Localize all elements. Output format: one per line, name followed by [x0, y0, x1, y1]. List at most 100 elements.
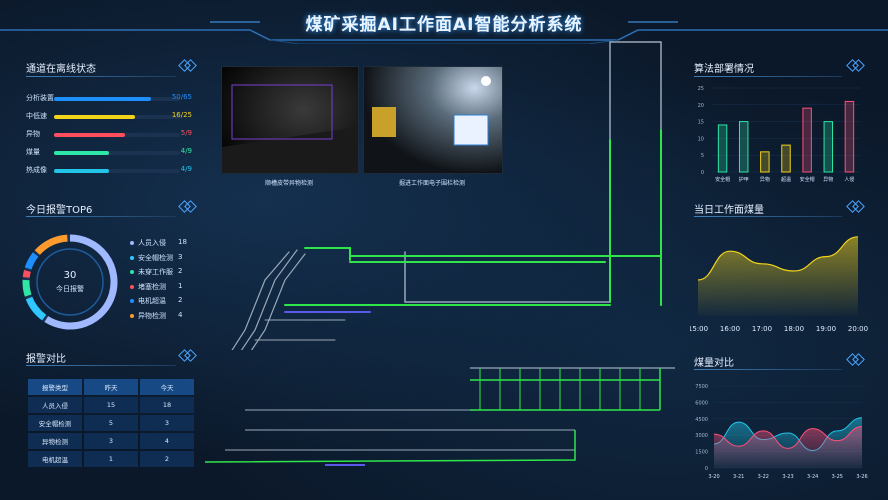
- x-tick-label: 19:00: [816, 325, 836, 333]
- area-fill: [714, 426, 862, 468]
- table-cell: 电机超温: [28, 451, 82, 467]
- legend-label: 安全帽检测: [138, 253, 173, 262]
- alarm-top6-title: 今日报警TOP6: [26, 205, 93, 216]
- legend-dot: [130, 313, 134, 318]
- table-cell: 15: [84, 397, 138, 413]
- x-tick-label: 17:00: [752, 325, 772, 333]
- legend-dot: [130, 299, 134, 303]
- status-bar-label: 煤量: [26, 148, 40, 156]
- alarm-legend-item: 堵塞检测 1: [130, 282, 190, 293]
- x-tick-label: 3-21: [733, 474, 744, 480]
- mine-tunnel-map[interactable]: [205, 40, 675, 350]
- daily-coal-title: 当日工作面煤量: [694, 205, 764, 216]
- x-tick-label: 15:00: [690, 325, 708, 333]
- legend-label: 电机超温: [138, 297, 166, 305]
- y-tick-label: 4500: [695, 417, 708, 423]
- status-bar-value: 4/9: [180, 147, 192, 155]
- table-cell: 5: [84, 415, 138, 431]
- x-tick-label: 人侵: [844, 176, 854, 183]
- page-title: 煤矿采掘AI工作面AI智能分析系统: [305, 15, 583, 35]
- status-bar-row: 中低速 16/25: [26, 111, 192, 123]
- x-tick-label: 护甲: [739, 176, 749, 183]
- mine-tunnel-map-lower[interactable]: [205, 350, 675, 500]
- table-row: 异物检测 3 4: [28, 433, 194, 449]
- x-tick-label: 3-20: [708, 474, 719, 480]
- legend-count: 2: [178, 296, 183, 304]
- status-bar-fill: [54, 169, 110, 173]
- table-cell: 人员入侵: [28, 397, 82, 413]
- divider: [694, 216, 842, 217]
- status-bar-value: 50/65: [171, 93, 192, 101]
- donut-segment: [34, 234, 68, 256]
- status-bar-fill: [54, 97, 152, 101]
- header: 煤矿采掘AI工作面AI智能分析系统: [0, 0, 888, 44]
- alarm-legend-item: 电机超温 2: [130, 296, 190, 307]
- legend-dot: [130, 284, 134, 289]
- status-bar-row: 异物 5/9: [26, 129, 192, 141]
- legend-count: 4: [178, 310, 183, 319]
- donut-segment: [22, 279, 32, 297]
- divider: [694, 76, 842, 77]
- x-tick-label: 安全帽: [715, 176, 730, 183]
- x-tick-label: 16:00: [720, 325, 740, 333]
- y-tick-label: 5: [701, 153, 704, 159]
- algorithm-bar-chart: 2520151050安全帽护甲异物超温安全帽异物人侵: [698, 86, 860, 183]
- legend-dot: [130, 270, 134, 274]
- table-header: 报警类型: [28, 379, 82, 395]
- alarm-total: 30: [63, 270, 77, 281]
- status-bar-label: 异物: [26, 130, 40, 138]
- table-cell: 4: [140, 433, 194, 449]
- y-tick-label: 0: [705, 466, 708, 472]
- y-tick-label: 20: [698, 103, 704, 109]
- status-bar-track: [54, 151, 180, 155]
- legend-dot: [130, 241, 134, 245]
- status-bar-label: 中低速: [26, 112, 47, 120]
- legend-label: 堵塞检测: [138, 282, 166, 291]
- legend-label: 人员入侵: [138, 239, 166, 247]
- divider: [694, 369, 842, 370]
- table-header: 昨天: [84, 379, 138, 395]
- video-image: [222, 67, 358, 173]
- donut-segment: [44, 234, 118, 330]
- alarm-total-label: 今日报警: [56, 285, 84, 293]
- table-row: 安全帽检测 5 3: [28, 415, 194, 431]
- status-bar-fill: [54, 115, 135, 119]
- legend-count: 18: [178, 238, 187, 246]
- header-frame: [0, 21, 888, 44]
- legend-count: 1: [178, 281, 183, 290]
- alarm-compare-title: 报警对比: [26, 354, 66, 365]
- alarm-legend-item: 人员入侵 18: [130, 238, 190, 249]
- donut-segment: [22, 270, 31, 278]
- table-cell: 2: [140, 451, 194, 467]
- divider: [26, 216, 176, 217]
- alarm-compare-table: 报警类型 昨天 今天 人员入侵 15 18 安全帽检测 5 3 异物检测 3 4…: [26, 377, 196, 469]
- alarm-donut: [22, 234, 118, 330]
- x-tick-label: 3-24: [807, 474, 818, 480]
- y-tick-label: 1500: [695, 450, 708, 456]
- video-feed-belt[interactable]: [221, 66, 359, 174]
- divider: [26, 76, 176, 77]
- bar: [781, 144, 791, 173]
- table-cell: 3: [84, 433, 138, 449]
- legend-label: 未穿工作服: [138, 268, 173, 276]
- y-tick-label: 25: [698, 86, 704, 92]
- bar: [823, 121, 834, 173]
- status-bar-value: 5/9: [180, 129, 192, 137]
- status-bar-track: [54, 97, 180, 101]
- video-caption: 顺槽皮带异物检测: [264, 180, 313, 187]
- algorithm-deploy-title: 算法部署情况: [694, 64, 754, 75]
- status-bar-value: 4/9: [180, 165, 192, 173]
- x-tick-label: 安全帽: [800, 176, 815, 183]
- video-feed-face[interactable]: [363, 66, 503, 174]
- y-tick-label: 0: [701, 170, 704, 176]
- x-tick-label: 3-26: [856, 474, 867, 480]
- status-bar-value: 16/25: [171, 111, 192, 119]
- legend-dot: [130, 255, 134, 260]
- x-tick-label: 3-23: [782, 474, 793, 480]
